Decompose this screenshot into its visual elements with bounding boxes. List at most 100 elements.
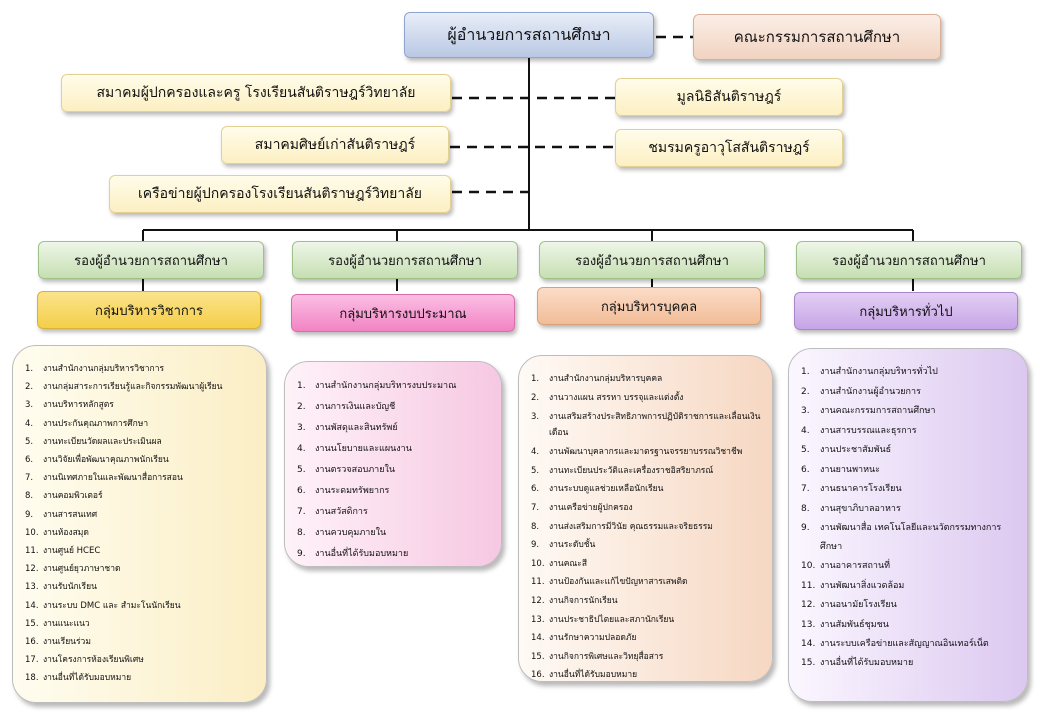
task-number: 6.	[25, 451, 43, 469]
vice-director-box-3: รองผู้อำนวยการสถานศึกษา	[539, 241, 765, 279]
task-text: งานทะเบียนประวัติและเครื่องราชอิสริยาภรณ…	[549, 462, 764, 481]
committee-label: คณะกรรมการสถานศึกษา	[734, 25, 900, 49]
task-text: งานโครงการห้องเรียนพิเศษ	[43, 651, 258, 669]
task-text: งานกิจการพิเศษและวิทยุสื่อสาร	[549, 648, 764, 667]
task-number: 16.	[531, 666, 549, 682]
task-item: 11.งานป้องกันและแก้ไขปัญหาสารเสพติด	[531, 573, 764, 592]
task-text: งานยานพาหนะ	[820, 461, 1019, 481]
task-text: งานทะเบียนวัดผลและประเมินผล	[43, 433, 258, 451]
task-number: 4.	[297, 439, 315, 460]
task-number: 8.	[297, 523, 315, 544]
association-label: ชมรมครูอาวุโสสันติราษฎร์	[648, 137, 809, 159]
task-number: 11.	[25, 542, 43, 560]
director-label: ผู้อำนวยการสถานศึกษา	[447, 23, 610, 48]
task-text: งานอื่นที่ได้รับมอบหมาย	[43, 669, 258, 687]
task-list: 1.งานสำนักงานกลุ่มบริหารวิชาการ2.งานกลุ่…	[25, 360, 258, 688]
task-item: 9.งานอื่นที่ได้รับมอบหมาย	[297, 544, 493, 565]
task-item: 14.งานรักษาความปลอดภัย	[531, 629, 764, 648]
task-item: 4.งานนโยบายและแผนงาน	[297, 439, 493, 460]
task-item: 6.งานระบบดูแลช่วยเหลือนักเรียน	[531, 480, 764, 499]
task-item: 3.งานพัสดุและสินทรัพย์	[297, 418, 493, 439]
task-item: 4.งานพัฒนาบุคลากรและมาตรฐานจรรยาบรรณวิชา…	[531, 443, 764, 462]
task-item: 5.งานประชาสัมพันธ์	[801, 441, 1019, 461]
task-text: งานประชาธิปไตยและสภานักเรียน	[549, 611, 764, 630]
task-number: 15.	[25, 615, 43, 633]
task-number: 12.	[531, 592, 549, 611]
group-label: กลุ่มบริหารบุคคล	[601, 296, 697, 317]
budget-task-panel: 1.งานสำนักงานกลุ่มบริหารงบประมาณ2.งานการ…	[284, 361, 502, 567]
task-item: 12.งานอนามัยโรงเรียน	[801, 596, 1019, 616]
task-text: งานแนะแนว	[43, 615, 258, 633]
task-item: 5.งานทะเบียนวัดผลและประเมินผล	[25, 433, 258, 451]
task-text: งานระบบดูแลช่วยเหลือนักเรียน	[549, 480, 764, 499]
task-text: งานอื่นที่ได้รับมอบหมาย	[315, 544, 493, 565]
task-number: 10.	[25, 524, 43, 542]
task-text: งานคณะกรรมการสถานศึกษา	[820, 402, 1019, 422]
task-text: งานอื่นที่ได้รับมอบหมาย	[549, 666, 764, 682]
task-text: งานสำนักงานผู้อำนวยการ	[820, 383, 1019, 403]
task-number: 3.	[297, 418, 315, 439]
task-text: งานธนาคารโรงเรียน	[820, 480, 1019, 500]
vice-director-box-1: รองผู้อำนวยการสถานศึกษา	[38, 241, 264, 279]
task-text: งานเครือข่ายผู้ปกครอง	[549, 499, 764, 518]
task-number: 9.	[801, 519, 820, 557]
task-item: 3.งานบริหารหลักสูตร	[25, 396, 258, 414]
task-item: 7.งานสวัสดิการ	[297, 502, 493, 523]
task-text: งานสารบรรณและธุรการ	[820, 422, 1019, 442]
task-number: 1.	[531, 370, 549, 389]
foundation-box: มูลนิธิสันติราษฎร์	[615, 78, 843, 116]
task-number: 14.	[801, 635, 820, 654]
task-text: งานป้องกันและแก้ไขปัญหาสารเสพติด	[549, 573, 764, 592]
task-number: 7.	[801, 480, 820, 500]
task-text: งานนิเทศภายในและพัฒนาสื่อการสอน	[43, 469, 258, 487]
task-text: งานบริหารหลักสูตร	[43, 396, 258, 414]
task-item: 7.งานเครือข่ายผู้ปกครอง	[531, 499, 764, 518]
task-text: งานสำนักงานกลุ่มบริหารวิชาการ	[43, 360, 258, 378]
vice-director-label: รองผู้อำนวยการสถานศึกษา	[328, 250, 482, 271]
task-number: 3.	[531, 409, 549, 441]
task-text: งานสำนักงานกลุ่มบริหารงบประมาณ	[315, 376, 493, 397]
academic-task-panel: 1.งานสำนักงานกลุ่มบริหารวิชาการ2.งานกลุ่…	[12, 345, 267, 703]
task-item: 3.งานคณะกรรมการสถานศึกษา	[801, 402, 1019, 422]
task-item: 10.งานอาคารสถานที่	[801, 557, 1019, 577]
parent-network-box: เครือข่ายผู้ปกครองโรงเรียนสันติราษฎร์วิท…	[109, 175, 451, 213]
task-item: 13.งานประชาธิปไตยและสภานักเรียน	[531, 611, 764, 630]
task-number: 2.	[801, 383, 820, 403]
vice-director-box-2: รองผู้อำนวยการสถานศึกษา	[292, 241, 518, 279]
task-number: 13.	[25, 578, 43, 596]
task-number: 1.	[25, 360, 43, 378]
task-text: งานสุขาภิบาลอาหาร	[820, 500, 1019, 520]
task-number: 5.	[25, 433, 43, 451]
task-text: งานอนามัยโรงเรียน	[820, 596, 1019, 616]
task-list: 1.งานสำนักงานกลุ่มบริหารทั่วไป2.งานสำนัก…	[801, 363, 1019, 674]
task-item: 8.งานสุขาภิบาลอาหาร	[801, 500, 1019, 520]
task-text: งานสัมพันธ์ชุมชน	[820, 616, 1019, 636]
vice-director-box-4: รองผู้อำนวยการสถานศึกษา	[796, 241, 1022, 279]
parent-teacher-association-box: สมาคมผู้ปกครองและครู โรงเรียนสันติราษฎร์…	[61, 74, 451, 112]
task-number: 9.	[297, 544, 315, 565]
task-item: 4.งานสารบรรณและธุรการ	[801, 422, 1019, 442]
task-item: 12.งานกิจการนักเรียน	[531, 592, 764, 611]
task-item: 15.งานอื่นที่ได้รับมอบหมาย	[801, 654, 1019, 674]
task-number: 15.	[531, 648, 549, 667]
general-task-panel: 1.งานสำนักงานกลุ่มบริหารทั่วไป2.งานสำนัก…	[788, 348, 1028, 702]
association-label: สมาคมผู้ปกครองและครู โรงเรียนสันติราษฎร์…	[96, 82, 415, 104]
task-number: 14.	[25, 597, 43, 615]
task-item: 6.งานวิจัยเพื่อพัฒนาคุณภาพนักเรียน	[25, 451, 258, 469]
task-list: 1.งานสำนักงานกลุ่มบริหารบุคคล2.งานวางแผน…	[531, 370, 764, 682]
task-number: 7.	[25, 469, 43, 487]
director-box: ผู้อำนวยการสถานศึกษา	[404, 12, 654, 58]
task-number: 5.	[531, 462, 549, 481]
task-item: 1.งานสำนักงานกลุ่มบริหารบุคคล	[531, 370, 764, 389]
task-item: 8.งานควบคุมภายใน	[297, 523, 493, 544]
task-text: งานห้องสมุด	[43, 524, 258, 542]
task-item: 2.งานวางแผน สรรหา บรรจุและแต่งตั้ง	[531, 389, 764, 408]
budget-group-box: กลุ่มบริหารงบประมาณ	[291, 294, 515, 332]
task-number: 4.	[25, 415, 43, 433]
task-item: 8.งานส่งเสริมการมีวินัย คุณธรรมและจริยธร…	[531, 518, 764, 537]
task-number: 2.	[297, 397, 315, 418]
task-text: งานระบบเครือข่ายและสัญญาณอินเทอร์เน็ต	[820, 635, 1019, 654]
task-item: 1.งานสำนักงานกลุ่มบริหารงบประมาณ	[297, 376, 493, 397]
task-number: 17.	[25, 651, 43, 669]
task-item: 16.งานอื่นที่ได้รับมอบหมาย	[531, 666, 764, 682]
